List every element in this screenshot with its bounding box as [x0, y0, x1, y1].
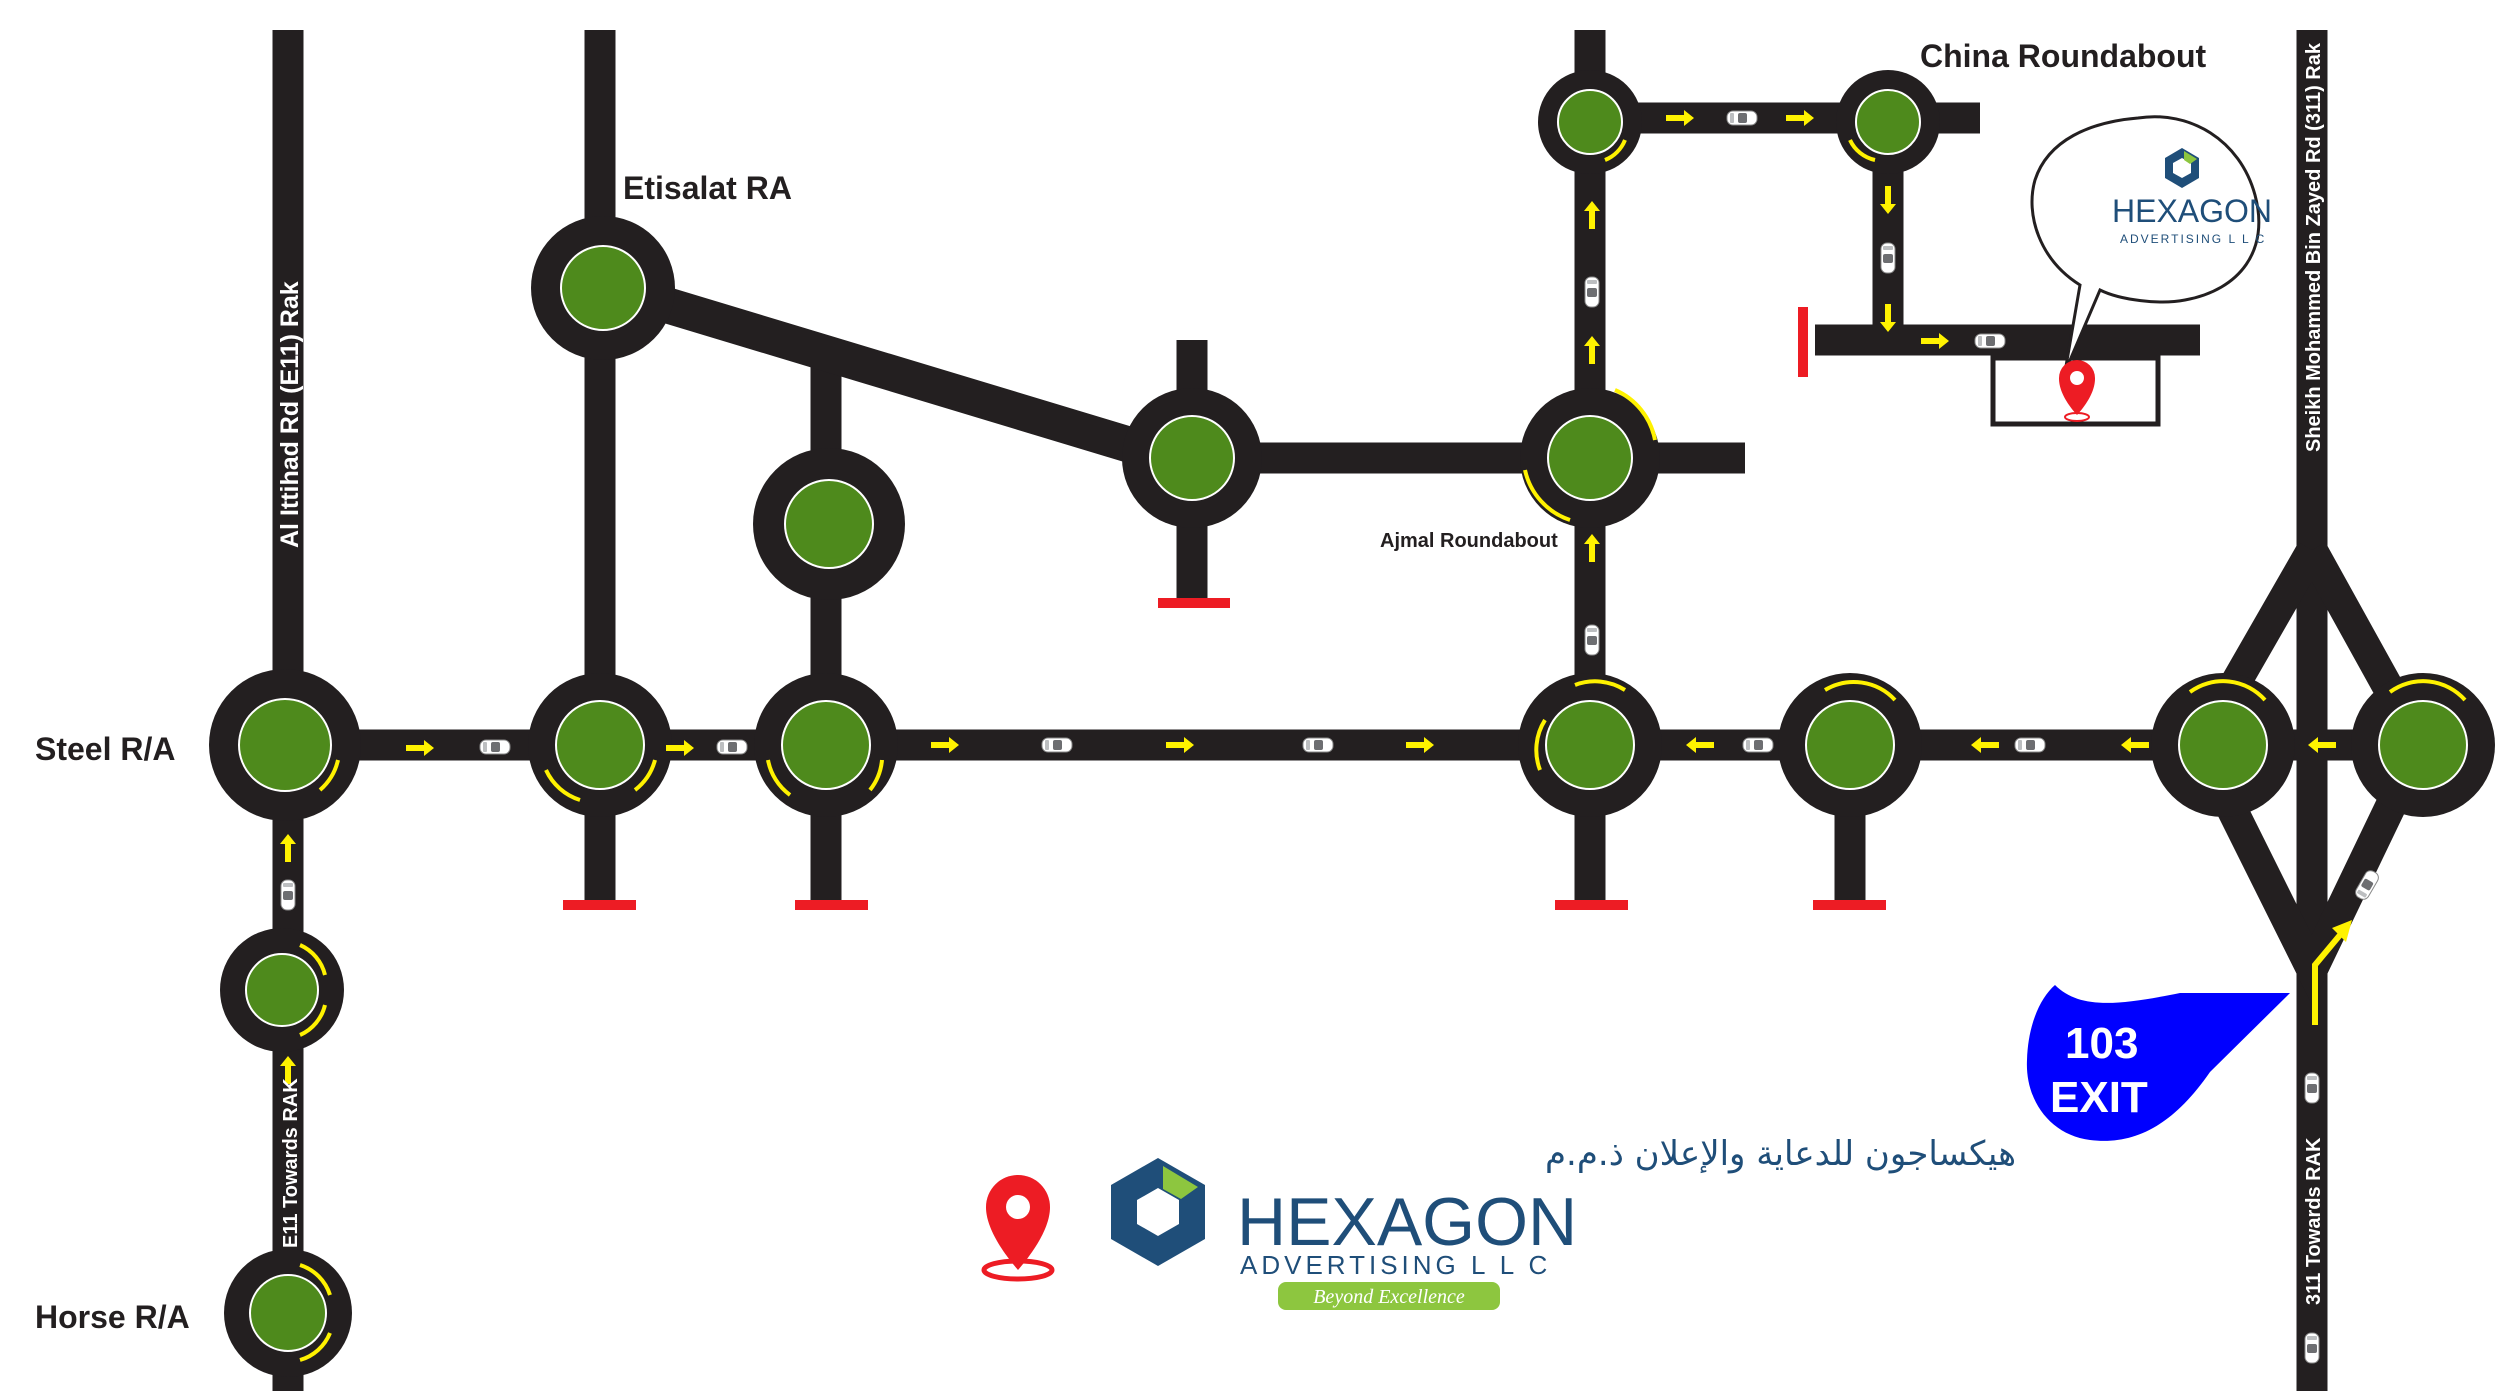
label-china-roundabout: China Roundabout [1920, 38, 2207, 74]
turn-arrow [2312, 933, 2343, 1025]
bubble-logo-tag: ADVERTISING L L C [2120, 232, 2266, 246]
circulation-arrows [299, 139, 2467, 1362]
slogan-bar [1278, 1282, 1500, 1310]
roundabout-horse [224, 1249, 352, 1377]
roundabouts [209, 70, 2495, 1377]
label-horse-ra: Horse R/A [35, 1299, 190, 1335]
dead-end-marker [1813, 900, 1886, 910]
location-pin-icon [981, 1175, 1055, 1282]
hexagon-logo-icon [2165, 148, 2199, 188]
roundabout-2 [528, 673, 672, 817]
footer-arabic-name: هيكساجون للدعاية والإعلان ذ.م.م [1545, 1134, 2016, 1174]
label-etisalat-ra: Etisalat RA [623, 170, 792, 206]
roundabout-ajmal [1520, 388, 1660, 528]
roundabout-3 [754, 673, 898, 817]
exit-number: 103 [2065, 1019, 2138, 1068]
footer-logo-tag: ADVERTISING L L C [1240, 1250, 1551, 1280]
dead-ends [563, 307, 1886, 910]
roundabout-mid [1122, 388, 1262, 528]
office-callout: HEXAGON ADVERTISING L L C [2030, 115, 2272, 422]
road-diagonal [594, 267, 1186, 478]
dead-end-marker [1158, 598, 1230, 608]
footer-slogan: Beyond Excellence [1313, 1286, 1465, 1308]
roundabout-6 [2151, 673, 2295, 817]
dead-end-marker [795, 900, 868, 910]
hexagon-logo-icon [1111, 1158, 1205, 1266]
office-pin-icon [2059, 360, 2095, 422]
exit-badge: 103 EXIT [2026, 985, 2290, 1141]
dead-end-marker [1555, 900, 1628, 910]
roundabout-etisalat [531, 216, 675, 360]
label-e11-towards-rak: E11 Towards RAK [280, 1078, 302, 1248]
dead-end-marker [1798, 307, 1808, 377]
label-ajmal-roundabout: Ajmal Roundabout [1380, 530, 1558, 552]
label-al-ittihad-road: Al Ittihad Rd (E11) Rak [276, 281, 304, 548]
route-arrows [280, 110, 2382, 1364]
label-steel-ra: Steel R/A [35, 731, 175, 767]
bubble-logo-name: HEXAGON [2112, 193, 2272, 229]
roundabout-north-stub [753, 448, 905, 600]
roundabout-top-left [1538, 70, 1642, 174]
roundabout-4 [1518, 673, 1662, 817]
footer-logo: هيكساجون للدعاية والإعلان ذ.م.م HEXAGON … [981, 1134, 2016, 1310]
label-sheikh-mohammed-road: Sheikh Mohammed Bin Zayed Rd (311) Rak [2303, 42, 2325, 452]
roundabout-south [220, 928, 344, 1052]
footer-logo-name: HEXAGON [1237, 1184, 1577, 1260]
exit-word: EXIT [2050, 1073, 2148, 1122]
label-311-towards-rak: 311 Towards RAK [2303, 1137, 2325, 1305]
roundabout-steel [209, 669, 361, 821]
roundabout-5 [1778, 673, 1922, 817]
roundabout-7 [2351, 673, 2495, 817]
dead-end-marker [563, 900, 636, 910]
roundabout-china [1836, 70, 1940, 174]
